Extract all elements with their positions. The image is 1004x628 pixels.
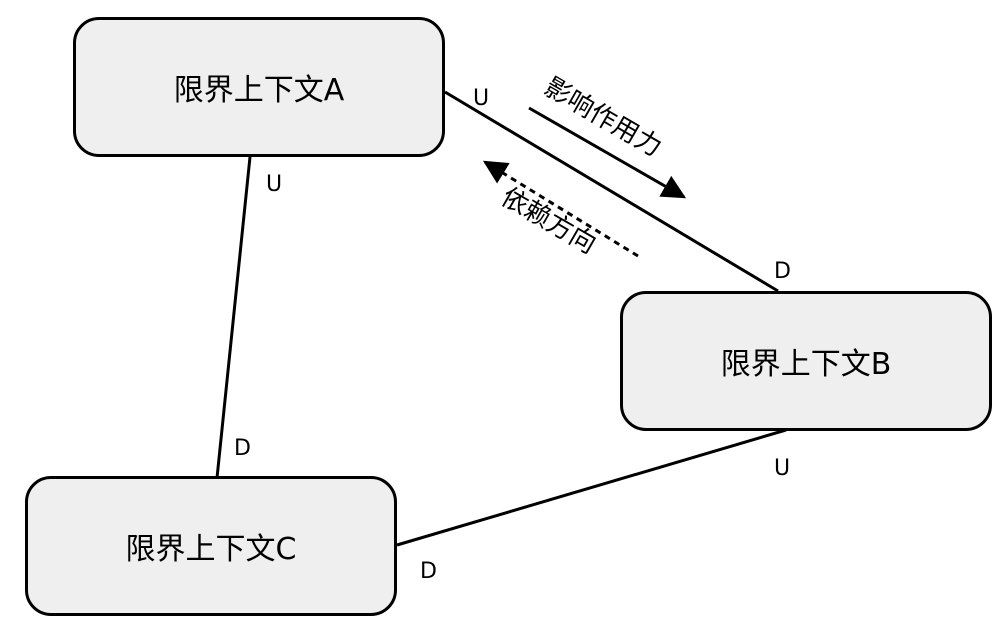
context-box-b-label: 限界上下文B xyxy=(720,347,892,382)
b-c-downstream-label: D xyxy=(420,559,437,584)
context-box-b[interactable]: 限界上下文B xyxy=(620,291,992,431)
influence-arrow xyxy=(528,106,687,199)
a-c-upstream-label: U xyxy=(266,172,283,197)
context-box-a-label: 限界上下文A xyxy=(173,73,345,108)
context-box-a[interactable]: 限界上下文A xyxy=(73,17,445,157)
b-c-upstream-label: U xyxy=(774,456,791,481)
a-b-downstream-label: D xyxy=(774,259,791,284)
dependency-arrow xyxy=(482,160,639,258)
line-b-c xyxy=(396,428,787,547)
context-box-c[interactable]: 限界上下文C xyxy=(25,476,397,616)
line-a-c xyxy=(215,156,252,479)
context-box-c-label: 限界上下文C xyxy=(125,532,297,567)
a-c-downstream-label: D xyxy=(234,436,251,461)
line-a-b xyxy=(444,90,779,293)
a-b-upstream-label: U xyxy=(473,86,490,111)
